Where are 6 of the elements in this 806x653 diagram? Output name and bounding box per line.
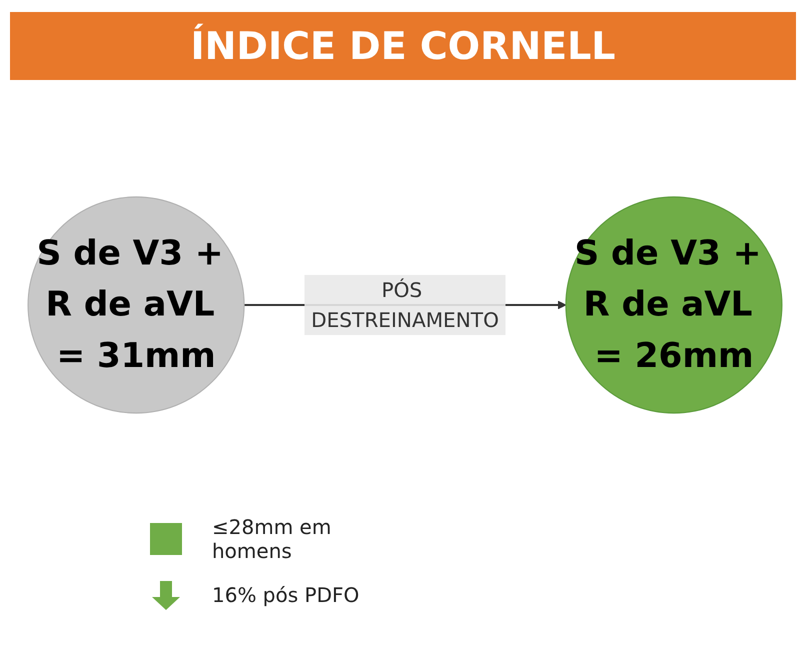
node-circle: S de V3 + R de aVL = 26mm: [565, 196, 782, 414]
edge-label: PÓS DESTREINAMENTO: [311, 278, 499, 332]
node-circle: S de V3 + R de aVL = 31mm: [28, 196, 245, 414]
legend-text: 16% pós PDFO: [212, 583, 360, 607]
legend-text: ≤28mm em homens: [212, 515, 332, 563]
title-banner: ÍNDICE DE CORNELL: [10, 12, 796, 80]
